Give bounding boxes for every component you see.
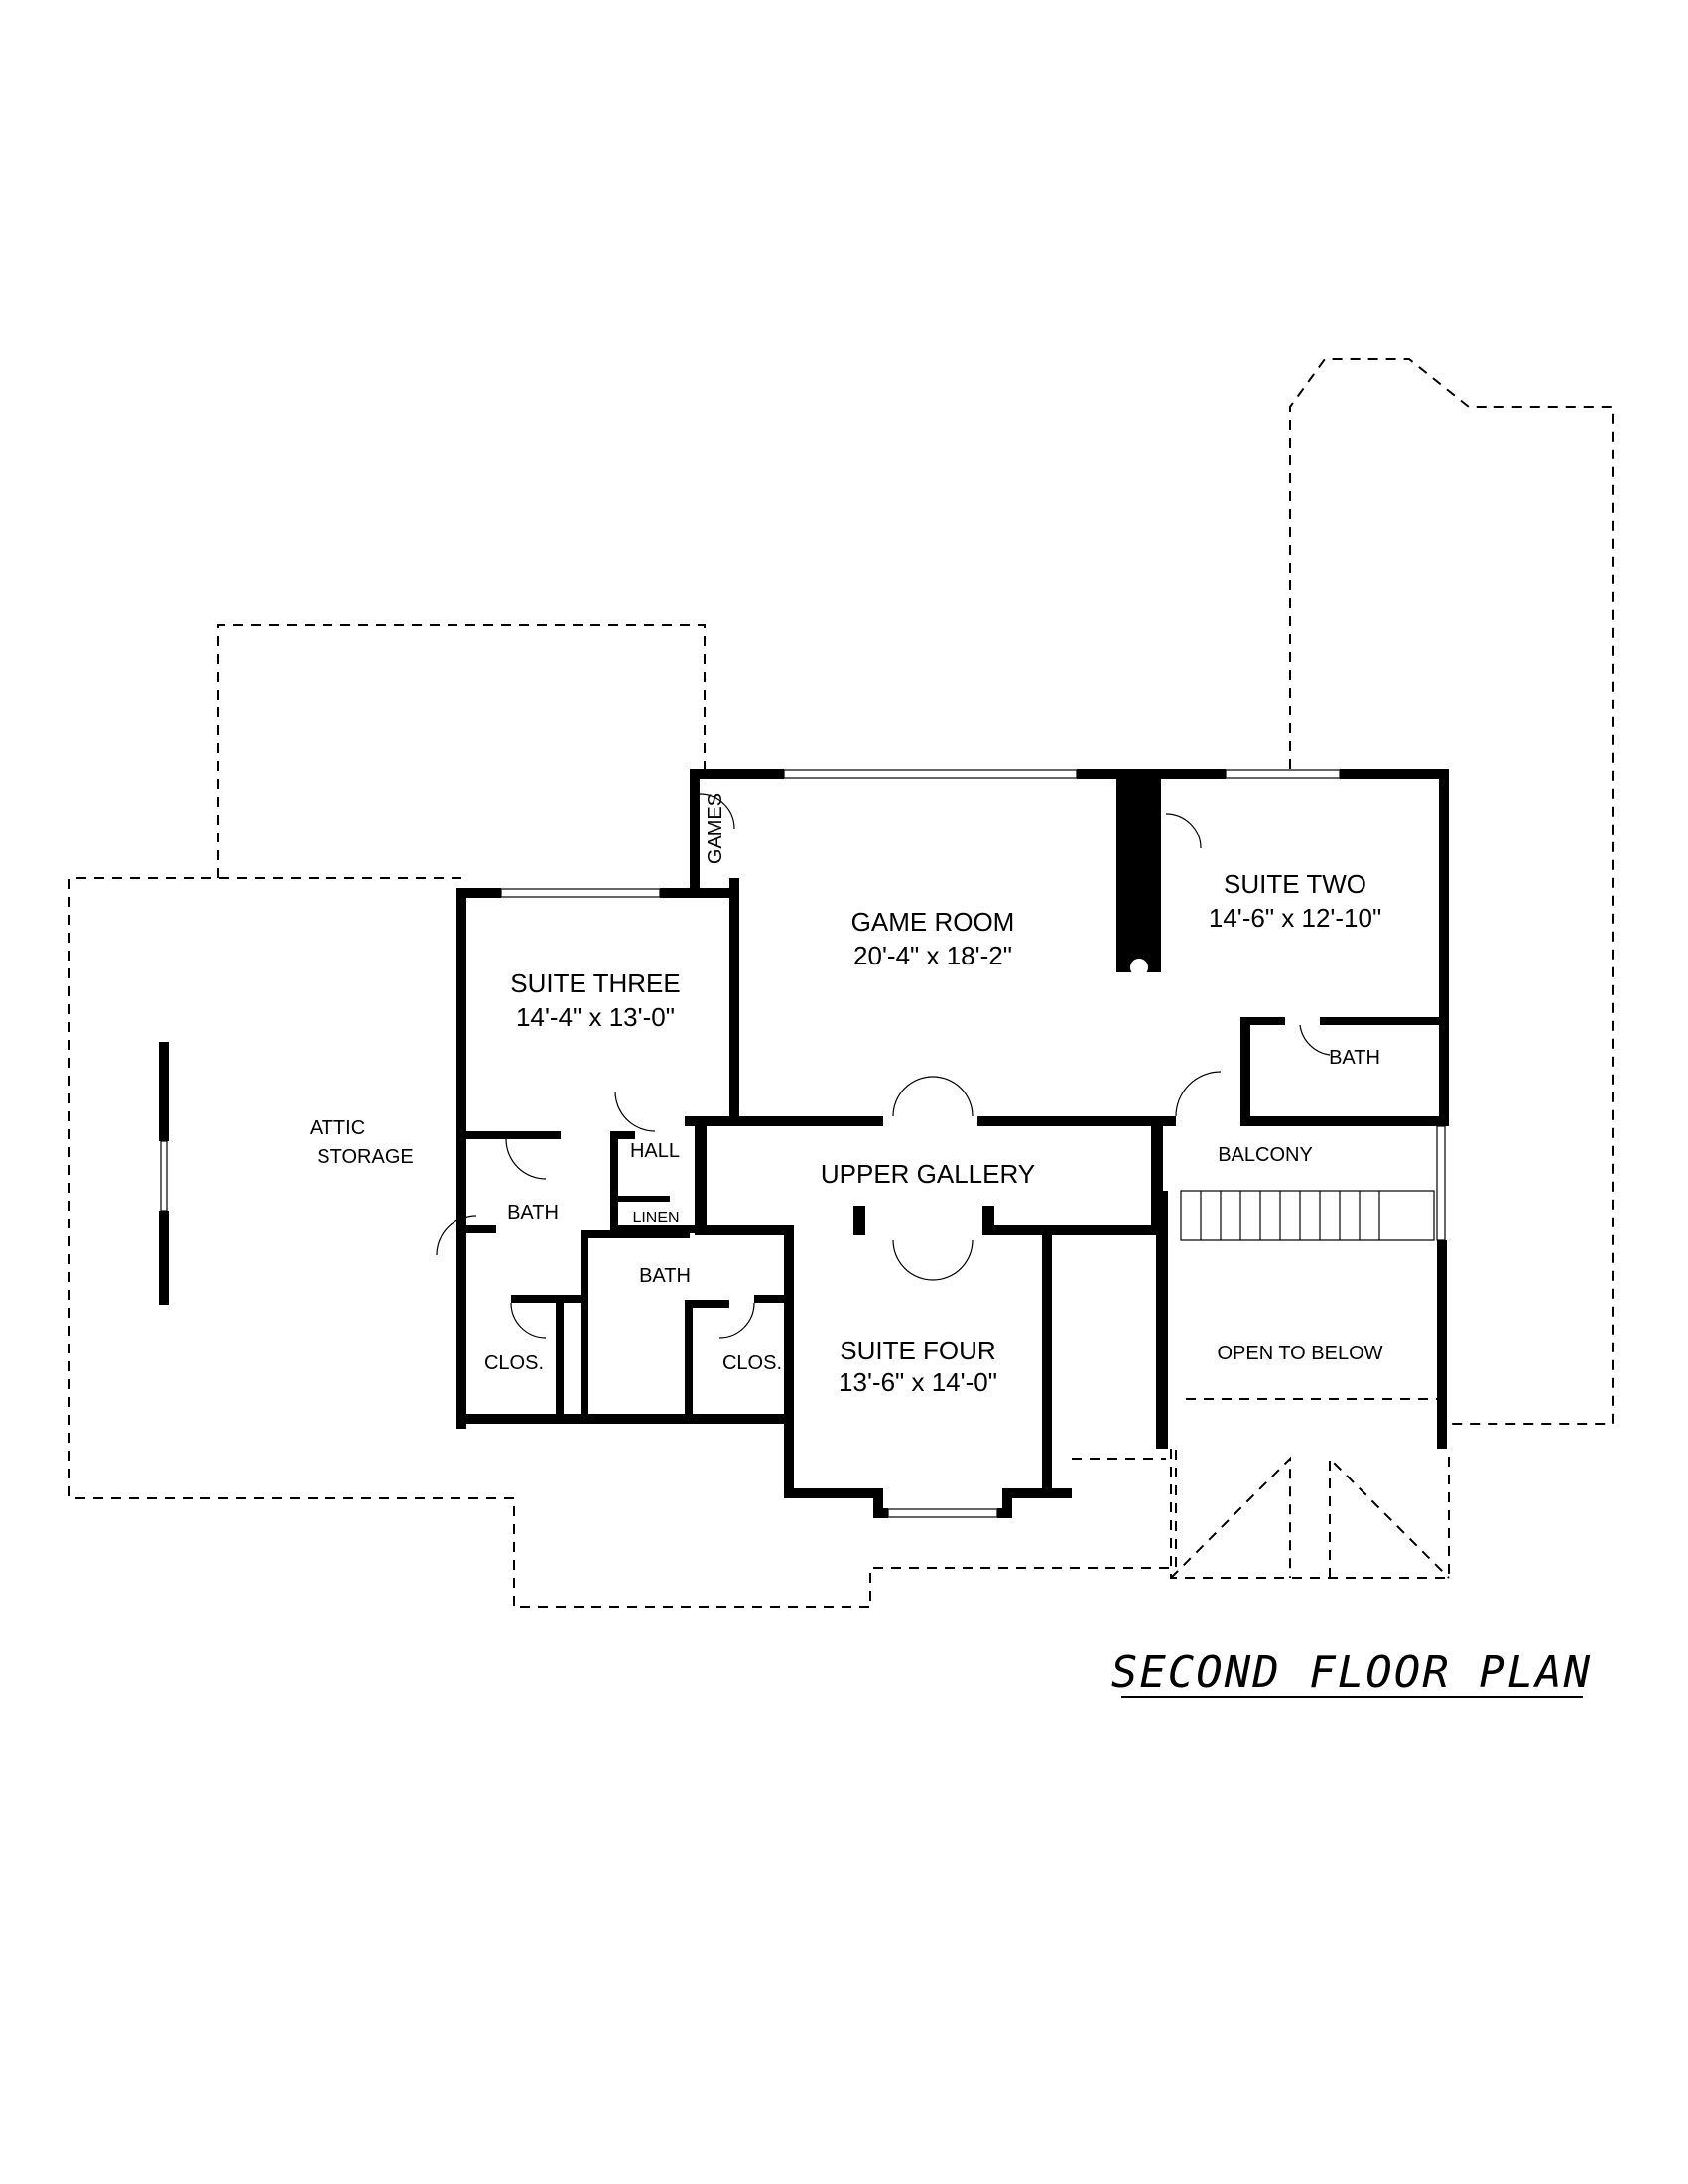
closet-left-label: CLOS. xyxy=(484,1352,544,1374)
attic-label-line1: ATTIC xyxy=(310,1117,365,1139)
closet-right-label: CLOS. xyxy=(722,1352,782,1374)
suite-three-bath-label: BATH xyxy=(507,1202,559,1223)
plan-title-text: SECOND FLOOR PLAN xyxy=(1111,1647,1592,1698)
hall-label: HALL xyxy=(630,1140,680,1162)
suite-four-bath-label: BATH xyxy=(639,1265,691,1287)
plan-title: SECOND FLOOR PLAN xyxy=(1111,1647,1592,1698)
suite-two-name: SUITE TWO xyxy=(1224,869,1366,899)
upper-gallery-label: UPPER GALLERY xyxy=(821,1159,1035,1189)
room-labels: GAME ROOM 20'-4" x 18'-2" SUITE TWO 14'-… xyxy=(310,793,1383,1397)
open-to-below-label: OPEN TO BELOW xyxy=(1217,1343,1382,1364)
suite-four-size: 13'-6" x 14'-0" xyxy=(839,1367,997,1397)
game-room-size: 20'-4" x 18'-2" xyxy=(853,941,1012,970)
door-swings xyxy=(436,793,1331,1339)
roof-outlines xyxy=(68,358,1614,1608)
walls xyxy=(159,769,1449,1518)
suite-three-size: 14'-4" x 13'-0" xyxy=(516,1002,675,1032)
balcony-label: BALCONY xyxy=(1218,1144,1313,1166)
fireplace xyxy=(1130,959,1148,976)
game-room-name: GAME ROOM xyxy=(851,907,1015,937)
suite-two-size: 14'-6" x 12'-10" xyxy=(1209,903,1381,933)
suite-four-name: SUITE FOUR xyxy=(840,1336,995,1365)
stairs xyxy=(1180,1190,1435,1241)
linen-label: LINEN xyxy=(632,1210,679,1226)
suite-two-bath-label: BATH xyxy=(1329,1047,1380,1069)
windows xyxy=(475,769,1446,1518)
attic-label-line2: STORAGE xyxy=(317,1146,413,1168)
games-label: GAMES xyxy=(705,793,726,864)
suite-three-name: SUITE THREE xyxy=(510,968,680,998)
